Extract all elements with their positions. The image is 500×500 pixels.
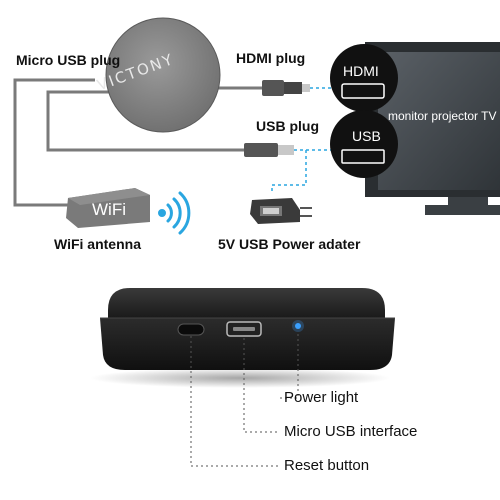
label-power-adapter: 5V USB Power adater [218,236,361,252]
usb-port-text: USB [352,128,381,144]
wifi-signal-icon [158,191,191,235]
wifi-module-text: WiFi [92,200,126,219]
label-wifi-antenna: WiFi antenna [54,236,141,252]
label-micro-usb-interface: Micro USB interface [284,423,418,440]
usb-plug-illustration [244,143,294,157]
dongle-disc [105,17,221,133]
micro-usb-port-illustration [226,321,262,337]
power-adapter-illustration [250,198,312,224]
label-usb-plug: USB plug [256,118,319,134]
power-light-led [295,323,301,329]
label-reset-button: Reset button [284,457,370,474]
power-light-glow [292,320,304,332]
label-power-light: Power light [284,389,359,406]
hdmi-plug-illustration [262,80,310,96]
label-micro-usb-plug: Micro USB plug [16,52,121,68]
tv-screen-text: monitor projector TV [388,109,497,123]
dashed-connectors [271,87,332,192]
device-box [90,288,395,388]
wifi-antenna-illustration [66,188,150,228]
leader-lines [190,334,299,467]
hdmi-port-callout [330,44,398,112]
reset-button-illustration [177,323,205,336]
usb-port-callout [330,110,398,178]
label-hdmi-plug: HDMI plug [236,50,306,66]
tv-monitor-illustration [365,42,500,215]
hdmi-port-text: HDMI [343,63,379,79]
